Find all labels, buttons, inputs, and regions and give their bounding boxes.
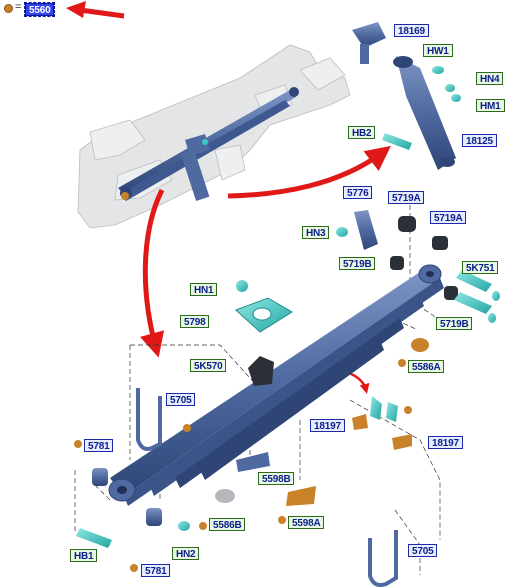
- u-bolts: [136, 388, 398, 587]
- shock-absorber: [352, 22, 456, 170]
- callout-5705-1[interactable]: 5705: [166, 393, 196, 406]
- callout-5586b[interactable]: 5586B: [209, 518, 246, 531]
- callout-5560[interactable]: 5560: [23, 2, 56, 17]
- callout-hb1[interactable]: HB1: [70, 549, 98, 562]
- callout-5719b-1[interactable]: 5719B: [339, 257, 376, 270]
- legend-equals: =: [15, 1, 22, 13]
- callout-5798[interactable]: 5798: [180, 315, 210, 328]
- leaf-spring: [108, 264, 444, 506]
- callout-18169[interactable]: 18169: [394, 24, 429, 37]
- callout-5719a-1[interactable]: 5719A: [388, 191, 425, 204]
- legend-dot-icon: [4, 4, 13, 13]
- callout-hb2[interactable]: HB2: [348, 126, 376, 139]
- callout-5781-2[interactable]: 5781: [141, 564, 171, 577]
- callout-hw1[interactable]: HW1: [423, 44, 453, 57]
- callout-5705-2[interactable]: 5705: [408, 544, 438, 557]
- callout-18197-1[interactable]: 18197: [310, 419, 345, 432]
- callout-5719a-2[interactable]: 5719A: [430, 211, 467, 224]
- front-eye-hardware: [76, 468, 190, 548]
- callout-5598b[interactable]: 5598B: [258, 472, 295, 485]
- callout-18197-2[interactable]: 18197: [428, 436, 463, 449]
- bracket-hardware: [352, 396, 412, 450]
- callout-18125[interactable]: 18125: [462, 134, 497, 147]
- shackle-parts: [336, 210, 500, 323]
- callout-hn3[interactable]: HN3: [302, 226, 330, 239]
- callout-5586a[interactable]: 5586A: [408, 360, 445, 373]
- callout-hn2[interactable]: HN2: [172, 547, 200, 560]
- callout-hm1[interactable]: HM1: [476, 99, 505, 112]
- callout-5k751[interactable]: 5K751: [462, 261, 499, 274]
- callout-5598a[interactable]: 5598A: [288, 516, 325, 529]
- callout-5k570[interactable]: 5K570: [190, 359, 227, 372]
- callout-hn1-top[interactable]: HN1: [190, 283, 218, 296]
- orange-hardware-dots: [74, 359, 406, 572]
- callout-5776[interactable]: 5776: [343, 186, 373, 199]
- legend-arrow: [66, 1, 125, 19]
- callout-hn4[interactable]: HN4: [476, 72, 504, 85]
- callout-5781-1[interactable]: 5781: [84, 439, 114, 452]
- shock-hardware: [382, 66, 461, 150]
- flow-arrow-to-shock: [227, 145, 391, 199]
- callout-5719b-2[interactable]: 5719B: [436, 317, 473, 330]
- flow-arrow-to-spring: [139, 188, 165, 358]
- spring-seat-parts: [215, 280, 429, 506]
